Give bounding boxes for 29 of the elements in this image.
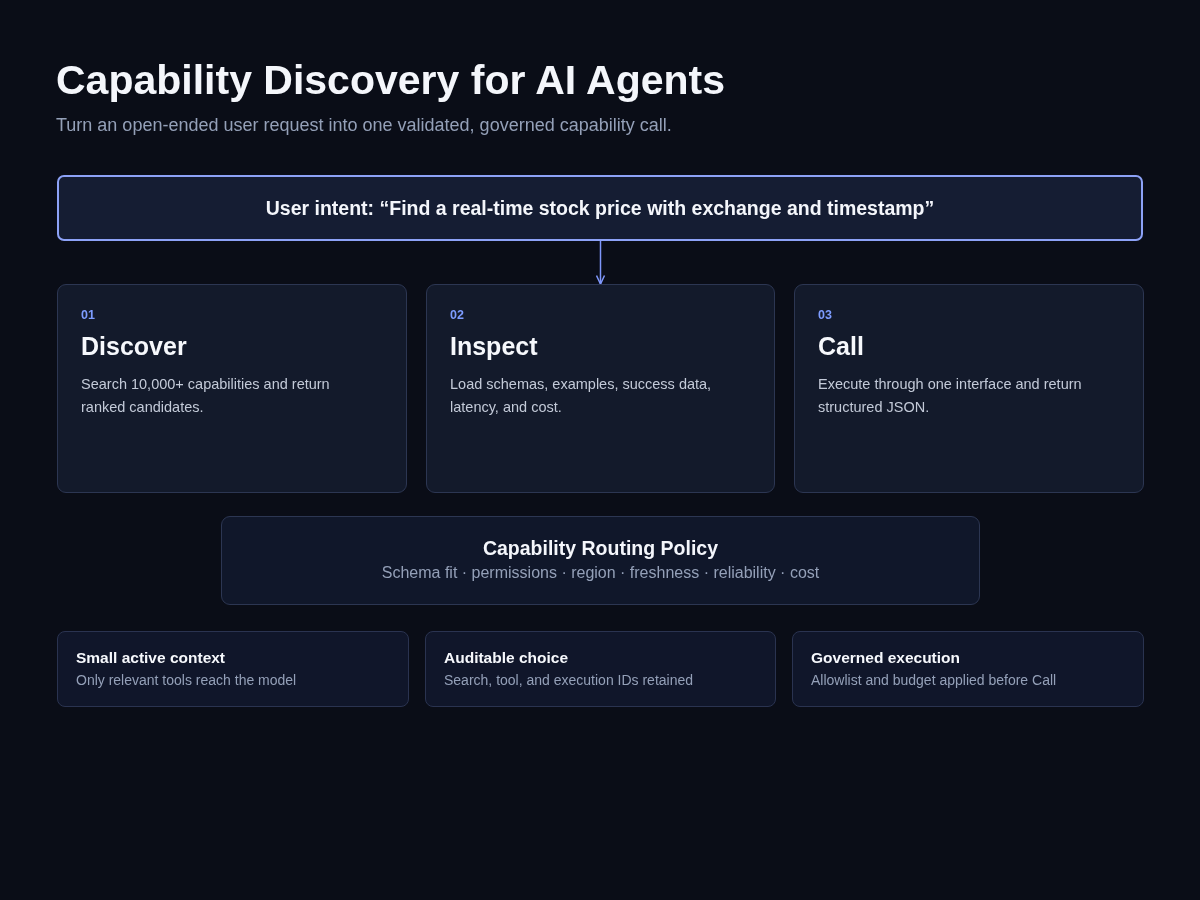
benefit-description: Allowlist and budget applied before Call xyxy=(811,671,1057,689)
subtitle: Turn an open-ended user request into one validated, governed capability call. xyxy=(56,114,672,136)
step-title: Inspect xyxy=(450,331,538,361)
benefit-card xyxy=(792,631,1144,707)
step-description: Search 10,000+ capabilities and return ranked candidates. xyxy=(81,375,331,417)
benefit-card xyxy=(57,631,409,707)
step-number: 01 xyxy=(81,307,95,323)
step-description: Load schemas, examples, success data, latency, and cost. xyxy=(450,375,713,417)
step-card xyxy=(426,284,775,493)
benefit-title: Auditable choice xyxy=(444,648,569,667)
arrow xyxy=(595,240,606,285)
benefit-title: Small active context xyxy=(76,648,226,667)
step-card xyxy=(794,284,1144,493)
policy-criteria: Schema fit · permissions · region · freshness · reliability · cost xyxy=(381,563,820,583)
benefit-description: Search, tool, and execution IDs retained xyxy=(444,671,694,689)
step-description: Execute through one interface and return structured JSON. xyxy=(818,375,1083,417)
intent-box xyxy=(57,175,1143,241)
step-number: 03 xyxy=(818,307,832,323)
step-card xyxy=(57,284,407,493)
policy-title: Capability Routing Policy xyxy=(482,536,719,560)
intent-text: User intent: “Find a real-time stock price with exchange and timestamp” xyxy=(265,196,935,220)
step-number: 02 xyxy=(450,307,464,323)
step-title: Call xyxy=(818,331,864,361)
benefit-title: Governed execution xyxy=(811,648,960,667)
policy-box xyxy=(221,516,980,605)
page-title: Capability Discovery for AI Agents xyxy=(56,56,726,104)
benefit-card xyxy=(425,631,776,707)
step-title: Discover xyxy=(81,331,187,361)
benefit-description: Only relevant tools reach the model xyxy=(76,671,297,689)
